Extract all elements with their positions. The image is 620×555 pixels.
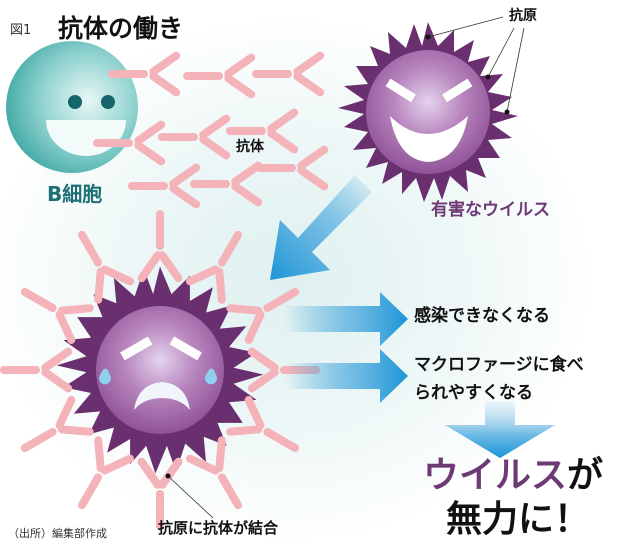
figure-title: 抗体の働き <box>58 14 184 43</box>
figure-number: 図1 <box>10 23 32 38</box>
effect-label-1: 感染できなくなる <box>414 306 550 326</box>
binding-label: 抗原に抗体が結合 <box>158 519 279 537</box>
arrow-icon-effect-2 <box>285 349 408 403</box>
b-cell-label: B細胞 <box>47 182 103 206</box>
neutralized-virus-icon <box>56 266 264 530</box>
result-line-1: ウイルスが <box>423 458 603 494</box>
antigen-callout <box>425 16 525 115</box>
result-suffix: が <box>567 455 604 496</box>
arrow-icon-diagonal <box>270 175 372 280</box>
b-cell-icon <box>6 41 138 173</box>
effect-label-2-line-1: マクロファージに食べ <box>414 355 584 375</box>
arrow-icon-down <box>445 402 555 458</box>
source-note: （出所）編集部作成 <box>8 527 107 540</box>
harmful-virus-icon <box>338 22 518 202</box>
antigen-label: 抗原 <box>509 8 537 24</box>
result-highlight: ウイルス <box>423 455 568 496</box>
result-line-2: 無力に！ <box>446 499 591 540</box>
arrow-icon-effect-1 <box>285 292 408 346</box>
binding-callout <box>165 473 214 519</box>
antibody-label: 抗体 <box>236 139 264 155</box>
effect-label-2-line-2: られやすくなる <box>414 383 533 403</box>
harmful-virus-label: 有害なウイルス <box>431 200 550 220</box>
